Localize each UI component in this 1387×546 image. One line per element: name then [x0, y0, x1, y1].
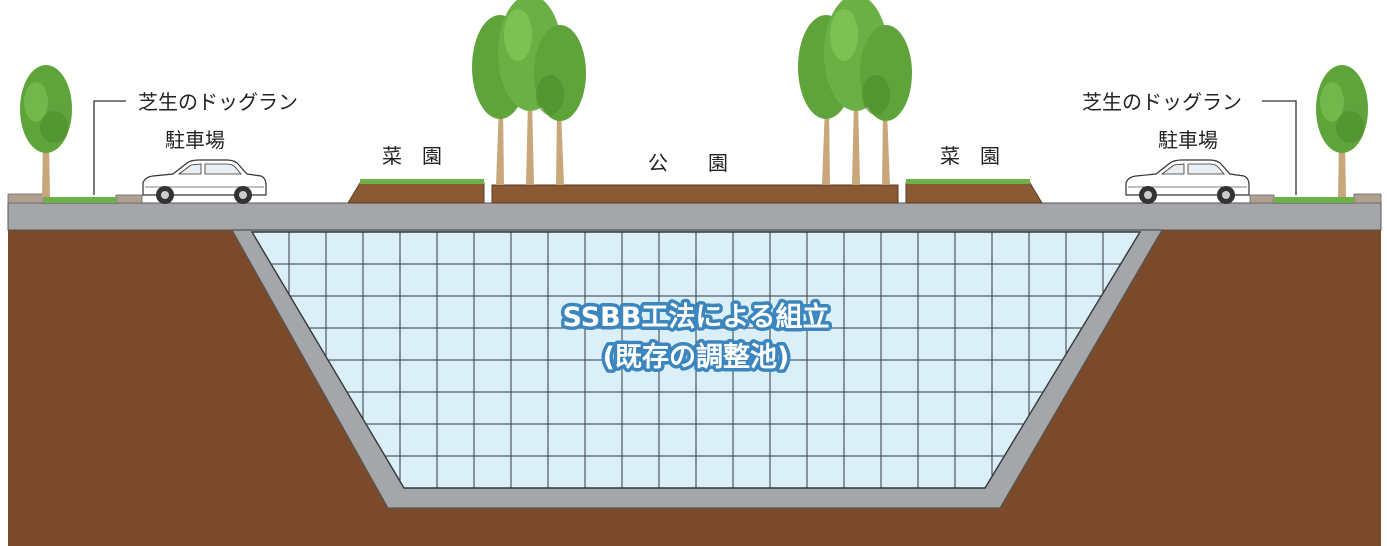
tree-icon: [20, 65, 72, 197]
curb-right: [1249, 194, 1275, 204]
dog-run-leader-left: [93, 100, 126, 195]
parking-label-left: 駐車場: [165, 128, 225, 152]
storage-subtitle: (既存の調整池): [603, 341, 790, 373]
dog-run-grass-left: [44, 197, 116, 203]
dog-run-leader-right: [1262, 100, 1297, 195]
vegetable-bed-left-grass: [360, 179, 484, 184]
tree-icon: [798, 0, 912, 185]
storage-grid-lines: [252, 232, 1140, 488]
car-icon: [1125, 159, 1250, 205]
curb-left: [115, 194, 143, 204]
dog-run-grass-right: [1274, 197, 1354, 203]
vegetable-bed-left: [347, 182, 485, 204]
storage-title: SSBB工法による組立: [562, 301, 829, 333]
vegetable-bed-right: [905, 182, 1043, 204]
tree-icon: [1316, 65, 1368, 197]
park-mound: [491, 184, 899, 204]
parking-label-right: 駐車場: [1158, 128, 1218, 152]
car-icon: [142, 159, 267, 205]
storage-grid-outline: [250, 231, 1142, 489]
vegetable-garden-label-left: 菜 園: [382, 144, 442, 168]
tree-icon: [472, 0, 586, 185]
dog-run-label-right: 芝生のドッグラン: [1082, 90, 1242, 114]
vegetable-garden-label-right: 菜 園: [940, 144, 1000, 168]
dog-run-label-left: 芝生のドッグラン: [138, 90, 298, 114]
vegetable-bed-right-grass: [906, 179, 1030, 184]
ground-slab: [7, 202, 1382, 231]
curb-left-edge: [7, 193, 45, 204]
park-label: 公 園: [648, 151, 728, 175]
curb-right-edge: [1353, 193, 1382, 204]
